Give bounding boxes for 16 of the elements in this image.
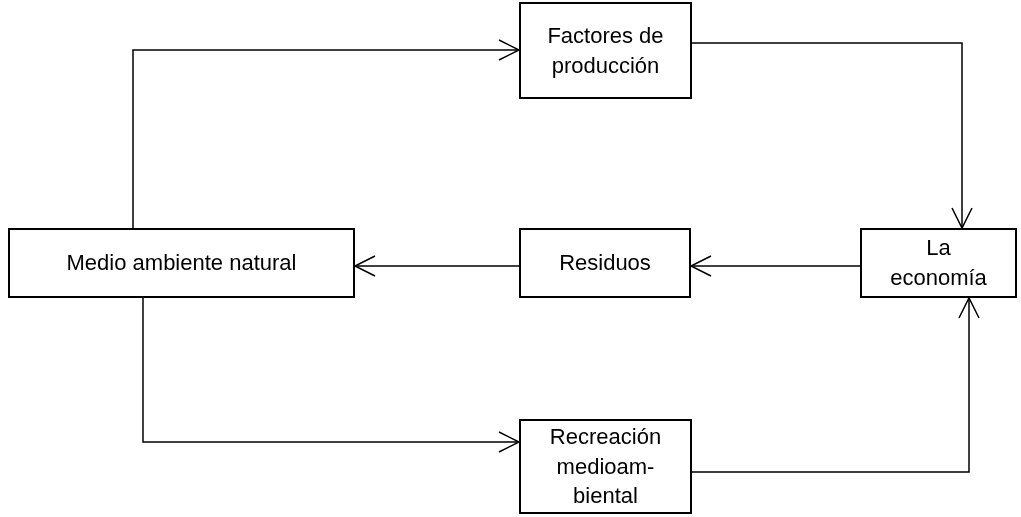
process-box	[8, 228, 355, 298]
box-label: Factores de producción	[546, 21, 665, 80]
box-label: La economía	[889, 234, 988, 292]
arrow	[690, 255, 861, 277]
box-label: Residuos	[559, 249, 651, 278]
process-box	[860, 228, 1017, 298]
box-label: Medio ambiente natural	[66, 249, 297, 278]
arrow	[132, 39, 520, 229]
process-box	[519, 228, 691, 298]
arrow	[142, 297, 520, 453]
arrow	[691, 42, 973, 229]
process-box	[519, 2, 692, 99]
arrow	[691, 297, 980, 473]
arrow	[354, 255, 520, 277]
box-label: Recreación medioam- biental	[548, 422, 663, 511]
process-box	[519, 419, 692, 514]
